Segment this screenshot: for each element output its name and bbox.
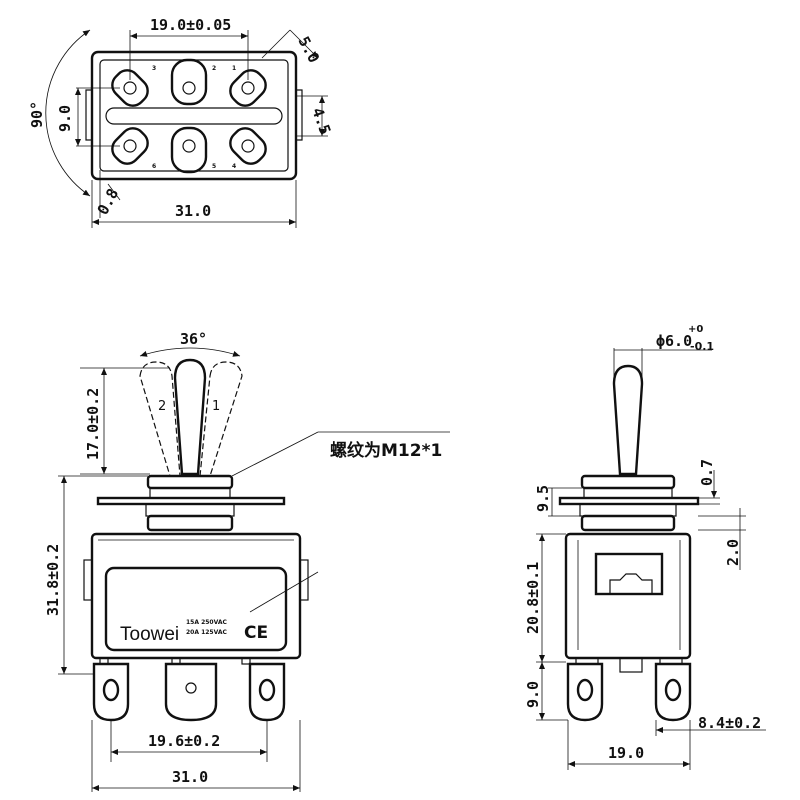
dim-side-lever-tol-lower: -0.1 — [690, 340, 714, 353]
front-label-plate — [104, 566, 288, 652]
dim-side-terminal-width: 8.4±0.2 — [698, 714, 761, 732]
lever-center — [173, 358, 207, 476]
dim-side-lever-dia: ϕ6.0 — [656, 332, 692, 350]
dim-top-right: 4.5 — [308, 105, 334, 137]
brand-name: Toowei — [120, 624, 179, 645]
terminal-mark-1: 1 — [232, 65, 236, 72]
side-lever — [612, 364, 644, 476]
front-nut-upper — [146, 474, 234, 490]
terminal-mark-6: 6 — [152, 163, 156, 170]
dim-front-angle: 36° — [180, 330, 207, 348]
rating-line-1: 15A 250VAC — [186, 619, 227, 626]
front-view: 36° 2 1 17.0±0.2 螺纹为M12*1 — [44, 330, 450, 792]
position-label-2: 2 — [158, 399, 166, 414]
front-terminals — [92, 657, 286, 722]
terminal-mark-5: 5 — [212, 163, 216, 170]
top-view-inner-outline — [99, 59, 289, 172]
top-view-body-outline — [90, 50, 298, 181]
thread-note: 螺纹为M12*1 — [330, 440, 442, 461]
side-body — [564, 532, 692, 660]
dim-side-total-width: 19.0 — [608, 744, 644, 762]
lever-position-1 — [199, 361, 243, 477]
front-mount-plate — [96, 496, 286, 506]
dim-side-body: 20.8±0.1 — [524, 562, 542, 634]
terminal-mark-4: 4 — [232, 163, 236, 170]
center-slot — [105, 107, 283, 125]
toggle-lever: 2 1 — [139, 358, 243, 477]
dim-side-lever-tol-upper: +0 — [688, 324, 703, 335]
dim-front-body-height: 31.8±0.2 — [44, 544, 62, 616]
side-window — [594, 552, 664, 596]
dim-front-lever-height: 17.0±0.2 — [84, 388, 102, 460]
ce-mark: CE — [244, 623, 268, 643]
dim-side-plate: 2.0 — [724, 539, 742, 566]
terminal-mark-2: 2 — [212, 65, 216, 72]
side-terminals — [566, 657, 692, 722]
dim-front-total-width: 31.0 — [172, 768, 208, 786]
lever-position-2 — [139, 361, 181, 477]
dim-side-bushing: 9.5 — [534, 485, 552, 512]
terminal-row-top — [111, 58, 267, 107]
dim-side-nut: 0.7 — [698, 459, 716, 486]
dim-side-terminal: 9.0 — [524, 681, 542, 708]
position-label-1: 1 — [212, 399, 220, 414]
dim-top-bottom-left: 0.8 — [94, 186, 123, 218]
top-view: 3 2 1 6 5 4 19.0±0.05 5.0 4.5 90° 9.0 0.… — [28, 16, 334, 228]
terminal-mark-3: 3 — [152, 65, 156, 72]
dim-top-angle: 90° — [28, 101, 46, 128]
dim-top-pitch: 9.0 — [56, 105, 74, 132]
side-view: ϕ6.0 +0 -0.1 9.5 — [524, 324, 766, 770]
dim-top-total-width: 31.0 — [175, 202, 211, 220]
side-mount-plate — [558, 496, 700, 506]
terminal-row-bottom — [111, 126, 267, 174]
dim-top-width: 19.0±0.05 — [150, 16, 231, 34]
dim-front-terminal-pitch: 19.6±0.2 — [148, 732, 220, 750]
rating-line-2: 20A 125VAC — [186, 629, 227, 636]
front-nut-lower — [146, 514, 234, 532]
